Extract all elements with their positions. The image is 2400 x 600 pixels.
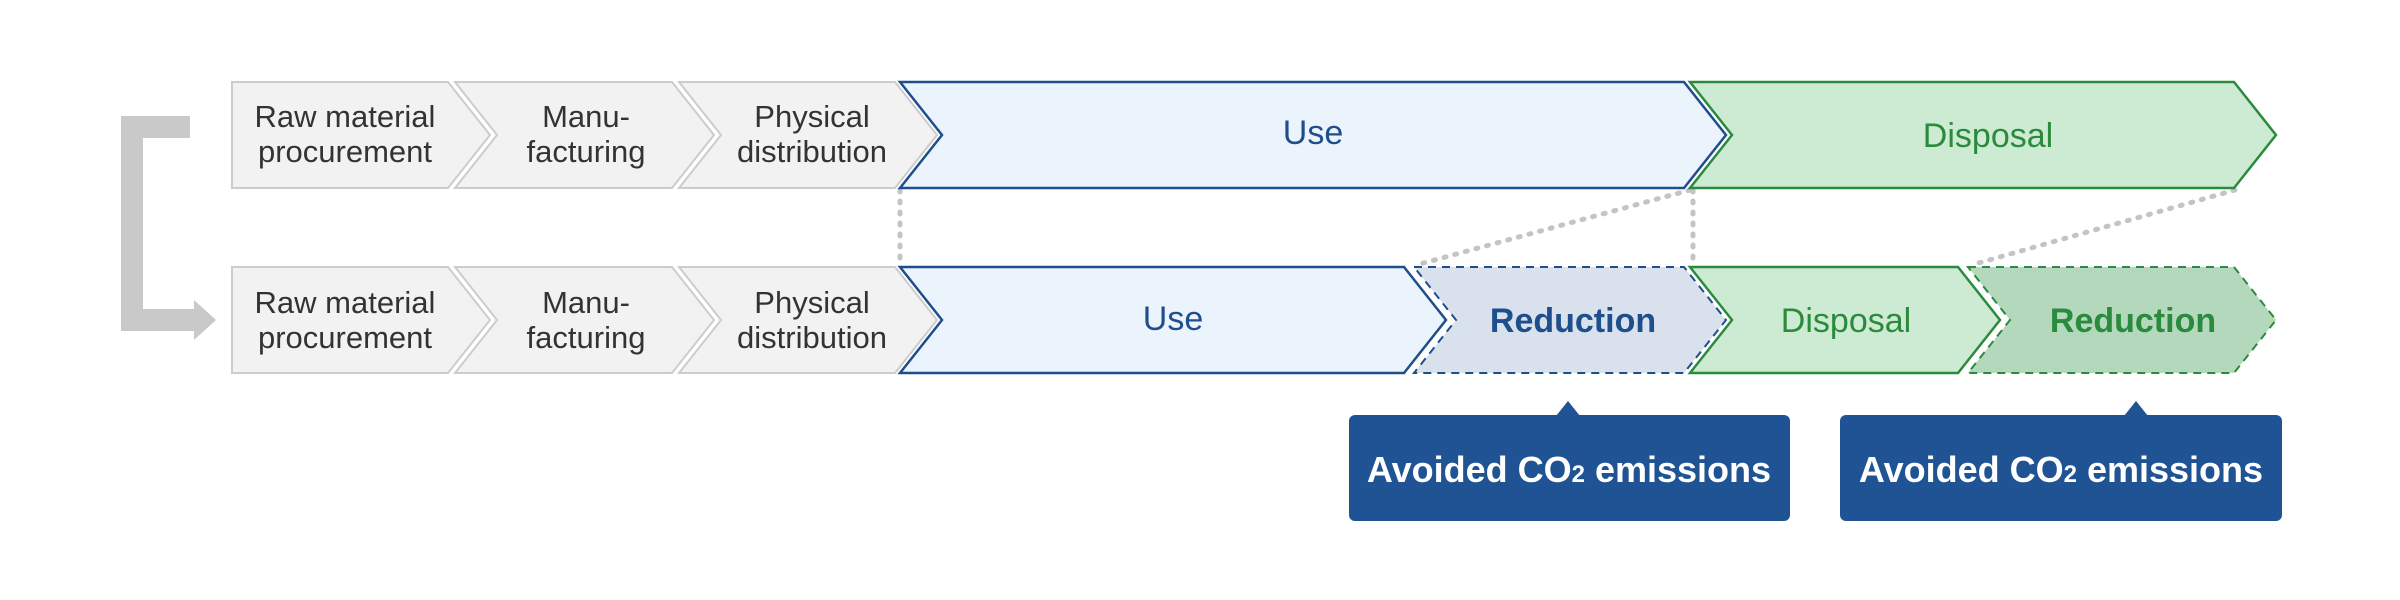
after-raw-label-1: Raw material [255,285,436,320]
before-disposal-label: Disposal [1923,117,2053,155]
disposal-avoided-emissions-callout: Avoided CO2 emissions [1840,401,2282,521]
use-callout-text: Avoided CO2 emissions [1367,449,1771,490]
after-use-reduction-label: Reduction [1490,302,1656,340]
projection-lines [897,187,2238,267]
before-disposal-stage: Disposal [1687,80,2278,190]
disposal-reduction-projection [1972,187,2238,267]
before-dist-label-1: Physical [754,99,869,134]
before-use-label: Use [1283,114,1343,152]
before-raw-material-stage: Raw material procurement [231,81,492,189]
after-disposal-reduction-stage: Reduction [1965,266,2278,374]
after-raw-material-stage: Raw material procurement [231,266,492,374]
after-distribution-stage: Physical distribution [676,266,939,374]
after-use-label: Use [1143,300,1203,338]
after-raw-label-2: procurement [258,320,432,355]
before-manu-label-2: facturing [527,134,646,169]
disposal-callout-text: Avoided CO2 emissions [1859,449,2263,490]
after-dist-label-2: distribution [737,320,887,355]
before-dist-label-2: distribution [737,134,887,169]
before-row: Raw material procurement Manu- facturing… [231,80,2278,190]
before-use-stage: Use [897,80,1728,190]
after-disposal-label: Disposal [1781,302,1911,340]
after-row: Raw material procurement Manu- facturing… [231,265,2278,375]
before-manufacturing-stage: Manu- facturing [452,81,716,189]
before-raw-label-1: Raw material [255,99,436,134]
loop-back-arrow-head-icon [194,300,216,340]
after-disposal-stage: Disposal [1687,265,2002,375]
after-use-stage: Use [897,265,1448,375]
after-use-reduction-stage: Reduction [1411,266,1728,374]
after-manu-label-2: facturing [527,320,646,355]
after-disposal-reduction-label: Reduction [2050,302,2216,340]
before-manu-label-1: Manu- [542,99,630,134]
before-distribution-stage: Physical distribution [676,81,939,189]
loop-back-arrow-icon [132,127,215,329]
after-manu-label-1: Manu- [542,285,630,320]
loop-back-connector [121,116,195,331]
use-avoided-emissions-callout: Avoided CO2 emissions [1349,401,1790,521]
after-dist-label-1: Physical [754,285,869,320]
before-raw-label-2: procurement [258,134,432,169]
use-reduction-projection [1417,187,1693,267]
after-manufacturing-stage: Manu- facturing [452,266,716,374]
